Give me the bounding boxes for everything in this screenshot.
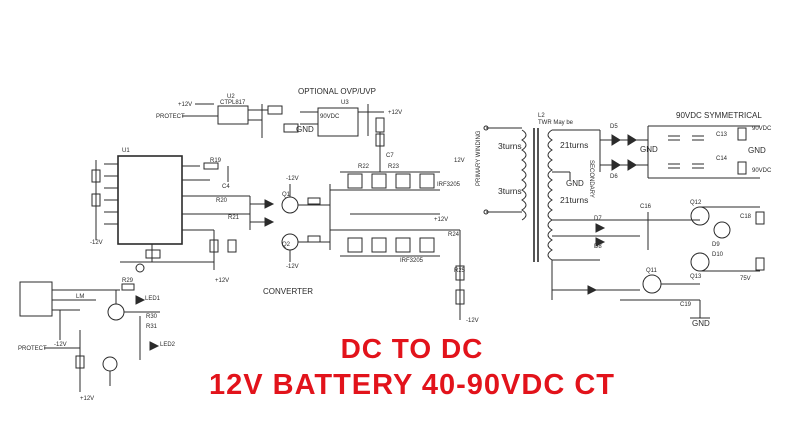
primary-coil [521,129,527,221]
r22-label: R22 [358,164,370,170]
minus12v-usb-label: -12V [54,342,67,348]
c18-label: C18 [740,214,752,220]
converter-label: CONVERTER [263,287,313,296]
primary-turns-2: 3turns [498,186,522,196]
irf-top-label: IRF3205 [437,182,461,188]
ovp-comparator-ic [317,107,359,137]
protect2-label: PROTECT [18,346,47,352]
title-line-1: DC TO DC [340,333,484,364]
plus12v-ovp-label: +12V [388,110,402,116]
gnd-bottom-label: GND [692,319,710,328]
secondary-coil [547,129,553,261]
r23-label: R23 [388,164,400,170]
irf-bottom-label: IRF3205 [400,258,424,264]
r25-label: R25 [454,268,466,274]
a75v-label: 75V [740,276,751,282]
v12-label: 12V [454,158,465,164]
r24-label: R24 [448,232,460,238]
output-90vdc-label: 90VDC SYMMETRICAL [676,111,762,120]
minus12v-conv-label: -12V [286,176,299,182]
c16-label: C16 [640,204,652,210]
indicator-section: LM -12V R29 LED1 LED2 R30 R31 PROTECT +1… [18,278,176,402]
r31-label: R31 [146,324,158,330]
gnd-output-label: GND [640,145,658,154]
u2-part-label: CTPL817 [220,100,246,106]
output-minus-label: 90VDC [752,168,772,174]
optocoupler [217,105,249,125]
q1-label: Q1 [282,192,291,198]
d8-label: D8 [594,244,602,250]
led1-label: LED1 [145,296,161,302]
d7-label: D7 [594,216,602,222]
plus12v-mid-label: +12V [434,217,448,223]
converter-section: CONVERTER Q1 Q2 -12V -12V IRF3205 R22 R2… [249,152,479,324]
gnd-output2-label: GND [748,146,766,155]
l2-label: L2 [538,113,545,119]
lm-label: LM [76,294,84,300]
pwm-controller-ic [117,155,183,245]
protect-label: PROTECT [156,114,185,120]
pwm-section: U1 -12V R19 C4 R20 R21 +12V [90,148,250,284]
u3-label: U3 [341,100,349,106]
usb-connector [19,281,53,317]
secondary-turns-1: 21turns [560,140,588,150]
secondary-turns-2: 21turns [560,195,588,205]
gnd-transformer-label: GND [566,179,584,188]
r29-label: R29 [122,278,134,284]
ovp-comp-text: 90VDC [320,114,340,120]
minus12v-conv2-label: -12V [286,264,299,270]
ovp-uvp-section: OPTIONAL OVP/UVP +12V U2 CTPL817 PROTECT… [156,87,402,152]
plus12v-bottom-label: +12V [80,396,94,402]
d6-label: D6 [610,174,618,180]
output-section: 90VDC SYMMETRICAL D5 D6 GND C13 C14 90VD… [551,111,772,328]
q2-label: Q2 [282,242,291,248]
led2-label: LED2 [160,342,176,348]
c19-label: C19 [680,302,692,308]
minus12v-left-label: -12V [90,240,103,246]
gnd-ovp-label: GND [296,125,314,134]
title-line-2: 12V BATTERY 40-90VDC CT [208,369,616,401]
transformer-section: L2 TWR May be PRIMARY WINDING 3turns 3tu… [476,113,600,262]
optional-ovp-uvp-label: OPTIONAL OVP/UVP [298,87,376,96]
output-plus-label: 90VDC [752,126,772,132]
l2-note: TWR May be [538,120,574,126]
d5-label: D5 [610,124,618,130]
q11-label: Q11 [646,268,658,274]
d10-label: D10 [712,252,724,258]
q13-label: Q13 [690,274,702,280]
minus12v-conv3-label: -12V [466,318,479,324]
d9-label: D9 [712,242,720,248]
c7-label: C7 [386,153,394,159]
primary-winding-label: PRIMARY WINDING [476,130,482,186]
r21-label: R21 [228,215,240,221]
r19-label: R19 [210,158,222,164]
u1-label: U1 [122,148,130,154]
plus12v-pwm-label: +12V [215,278,229,284]
secondary-label: SECONDARY [588,160,594,198]
r30-label: R30 [146,314,158,320]
q12-label: Q12 [690,200,702,206]
plus12v-top-label: +12V [178,102,192,108]
u2-label: U2 [227,94,235,100]
r20-label: R20 [216,198,228,204]
c13-label: C13 [716,132,728,138]
c4-label: C4 [222,184,230,190]
primary-turns-1: 3turns [498,141,522,151]
c14-label: C14 [716,156,728,162]
